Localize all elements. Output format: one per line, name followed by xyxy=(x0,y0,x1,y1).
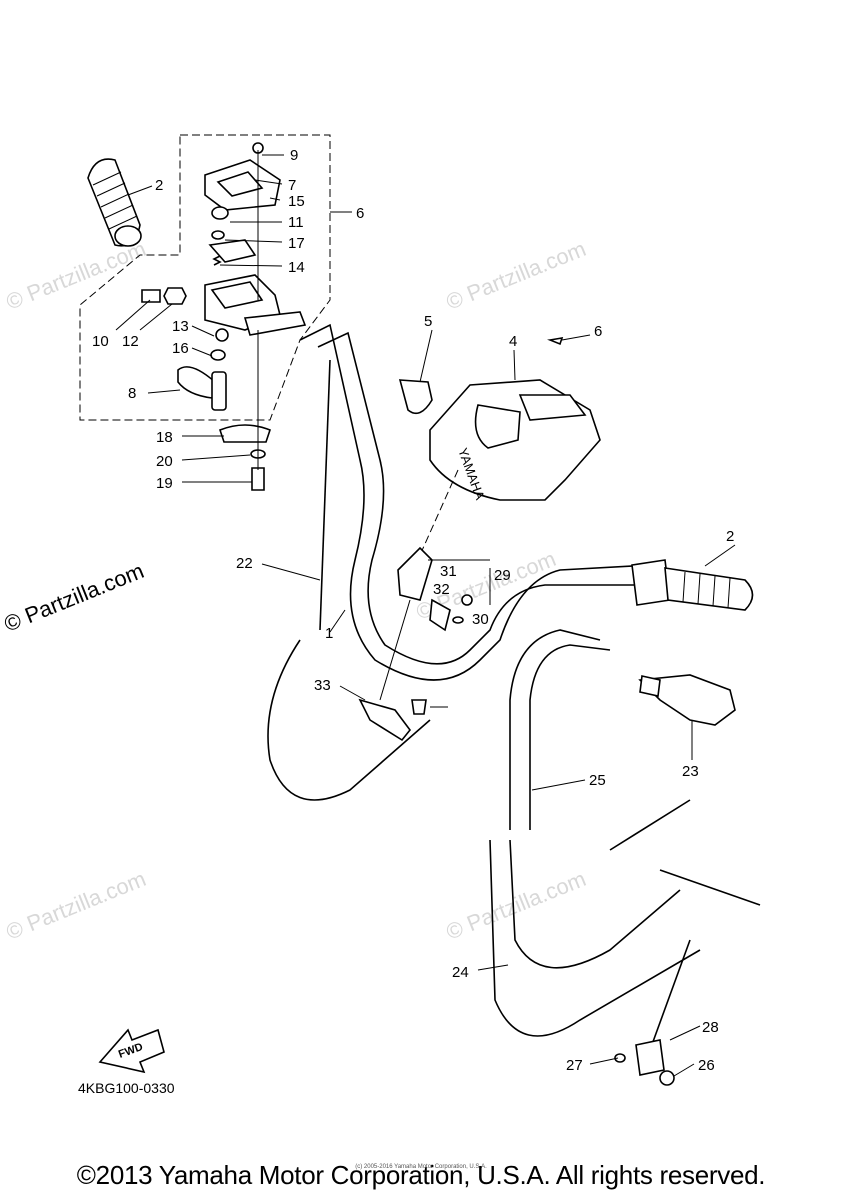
callout-16: 16 xyxy=(172,340,189,357)
callout-14: 14 xyxy=(288,259,305,276)
callout-5: 6 xyxy=(594,323,602,340)
callout-17: 17 xyxy=(288,235,305,252)
callout-31: 32 xyxy=(433,581,450,598)
callout-12: 12 xyxy=(122,333,139,350)
callout-2-left: 2 xyxy=(155,177,163,194)
callout-3: 4 xyxy=(509,333,517,350)
callout-8: 8 xyxy=(128,385,136,402)
callout-1: 1 xyxy=(325,625,333,642)
callouts: 2 9 7 15 6 11 17 14 10 12 13 16 8 18 20 … xyxy=(92,147,734,1074)
callout-19: 19 xyxy=(156,475,173,492)
callout-30: 31 xyxy=(440,563,457,580)
fwd-arrow: FWD xyxy=(98,1028,165,1074)
left-grip xyxy=(87,158,142,247)
callout-4: 5 xyxy=(424,313,432,330)
callout-10: 10 xyxy=(92,333,109,350)
watermark: © Partzilla.com xyxy=(3,866,150,945)
watermark: © Partzilla.com xyxy=(443,236,590,315)
throttle-housing xyxy=(397,546,473,632)
callout-2-right: 2 xyxy=(726,528,734,545)
callout-32: 33 xyxy=(314,677,331,694)
lever-22 xyxy=(638,674,736,726)
callout-22: 23 xyxy=(682,763,699,780)
callout-11: 11 xyxy=(288,214,304,231)
watermark: © Partzilla.com xyxy=(3,236,150,315)
callout-29: 30 xyxy=(472,611,489,628)
callout-20: 20 xyxy=(156,453,173,470)
callout-28: 29 xyxy=(494,567,511,584)
callout-26: 27 xyxy=(566,1057,583,1074)
callout-27: 28 xyxy=(702,1019,719,1036)
callout-21: 22 xyxy=(236,555,253,572)
callout-18: 18 xyxy=(156,429,173,446)
handlebar-cover: YAMAHA xyxy=(398,336,601,556)
callout-6: 6 xyxy=(356,205,364,222)
small-copyright: (c) 2005-2016 Yamaha Motor Corporation, … xyxy=(355,1164,487,1170)
callout-15: 15 xyxy=(288,193,305,210)
watermark-group: © Partzilla.com © Partzilla.com © Partzi… xyxy=(1,236,590,945)
cable-bracket xyxy=(358,599,427,742)
handlebar xyxy=(299,323,754,681)
cables xyxy=(267,359,761,1086)
callout-7: 7 xyxy=(288,177,296,194)
watermark: © Partzilla.com xyxy=(443,866,590,945)
callout-24: 25 xyxy=(589,772,606,789)
callout-9: 9 xyxy=(290,147,298,164)
callout-25: 26 xyxy=(698,1057,715,1074)
assembly-outline xyxy=(79,134,331,421)
callout-13: 13 xyxy=(172,318,189,335)
copyright-notice: ©2013 Yamaha Motor Corporation, U.S.A. A… xyxy=(76,1160,766,1190)
watermark-dark: © Partzilla.com xyxy=(1,558,148,637)
part-code: 4KBG100-0330 xyxy=(78,1080,175,1096)
callout-23: 24 xyxy=(452,964,469,981)
leader-lines xyxy=(115,154,736,1077)
switch-housing xyxy=(141,142,307,491)
